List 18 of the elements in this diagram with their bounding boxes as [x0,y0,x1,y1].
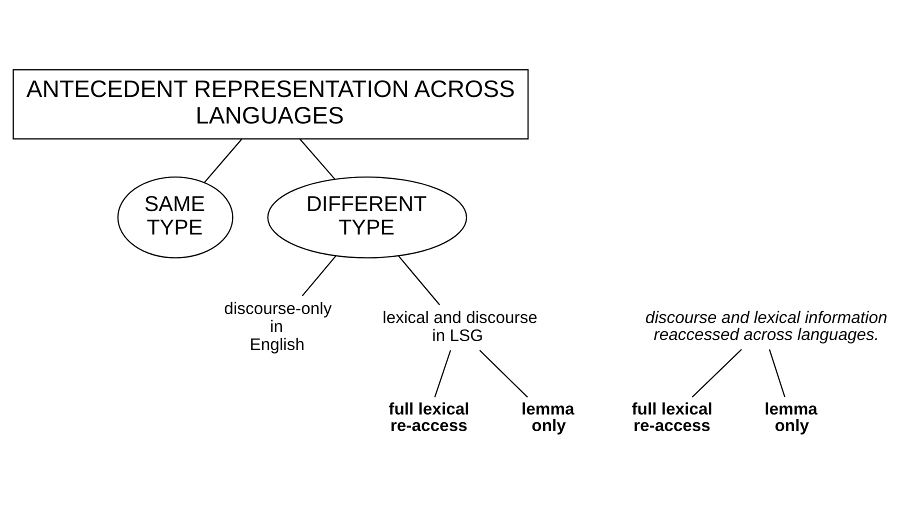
connector [768,349,786,398]
node-ellipse: DIFFERENT TYPE [267,176,468,258]
connector [479,350,528,398]
connector [398,256,440,306]
connector [434,350,452,398]
connector [299,138,336,180]
node-ellipse: SAME TYPE [117,176,234,258]
node-box: ANTECEDENT REPRESENTATION ACROSS LANGUAGES [12,69,529,140]
node-text: lemma only [764,399,818,435]
node-text: lemma only [522,399,574,435]
connector [692,348,742,398]
node-text: full lexical re-access [388,399,470,435]
connector [204,138,242,183]
node-text: discourse-only in English [224,299,332,354]
node-text: lexical and discourse in LSG [382,308,538,345]
node-text: full lexical re-access [632,399,712,435]
node-text: discourse and lexical information reaccessed across languages. [645,308,888,344]
connector [302,256,336,296]
